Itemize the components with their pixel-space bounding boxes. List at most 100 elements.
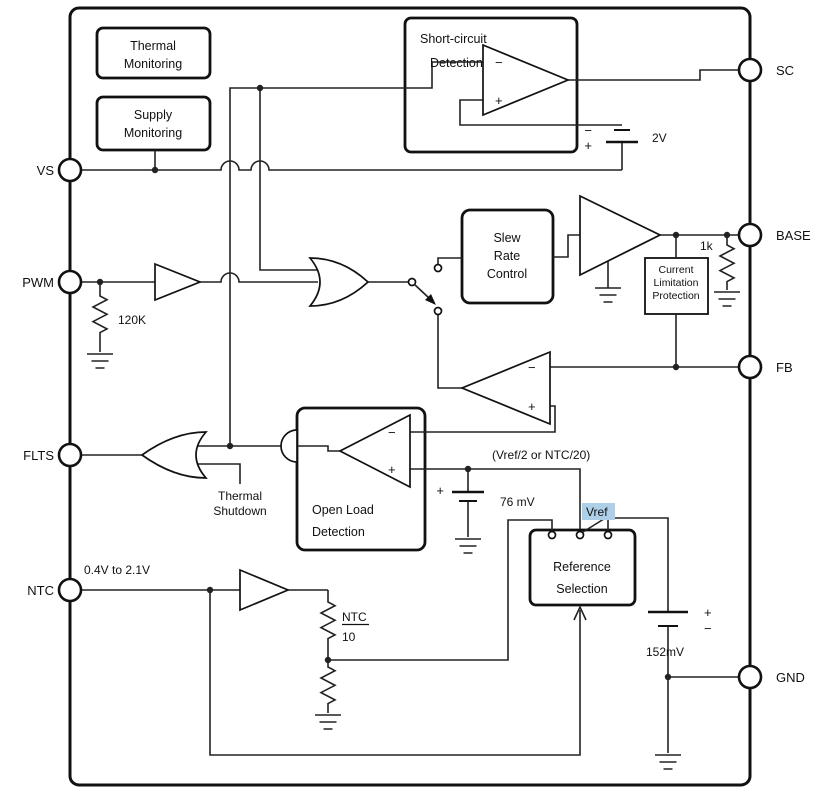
junctions: [96, 84, 731, 681]
wire-openload-out: [196, 445, 340, 452]
thermal-shutdown-label-1: Thermal: [218, 489, 262, 503]
ref-switch-left-contact: [547, 530, 557, 540]
resistor-120k: [91, 282, 109, 352]
cap-76mv-plus-sign: +: [436, 483, 444, 498]
battery-152mv-plus-sign: +: [704, 605, 712, 620]
open-load-label-1: Open Load: [312, 503, 374, 517]
wire-switch-to-fbcomp: [437, 315, 462, 389]
vref-label: Vref: [586, 505, 608, 519]
wire-switch-to-slew: [437, 257, 462, 264]
mode-switch: [407, 263, 443, 316]
wire-vs-rail: [81, 160, 622, 171]
pin-fb: [737, 354, 763, 380]
open-load-plus-sign: +: [388, 462, 396, 477]
reference-selection-label-1: Reference: [553, 560, 611, 574]
labels: VS PWM FLTS NTC SC BASE FB GND Thermal M…: [22, 32, 811, 685]
pin-flts: [57, 442, 83, 468]
pin-fb-label: FB: [776, 360, 793, 375]
ref-control-arrowhead: [573, 605, 587, 621]
short-circuit-label-1: Short-circuit: [420, 32, 487, 46]
flts-or-gate: [140, 431, 208, 479]
reference-sources: [452, 129, 688, 627]
current-limitation-label-1: Current: [658, 264, 693, 276]
pin-sc: [737, 57, 763, 83]
switch-pivot-contact: [407, 277, 417, 287]
reference-selection-label-2: Selection: [556, 582, 607, 596]
pin-vs: [57, 157, 83, 183]
pin-vs-label: VS: [37, 163, 55, 178]
battery-2v-plus-sign: +: [584, 138, 592, 153]
thermal-shutdown-label-2: Shutdown: [213, 504, 266, 518]
threshold-76mv: 76 mV: [500, 495, 535, 509]
open-load-label-2: Detection: [312, 525, 365, 539]
switch-lower-contact: [433, 306, 443, 316]
open-load-comparator: [338, 413, 411, 489]
resistors: [91, 235, 736, 713]
wire-sc-minus-fault: [229, 61, 483, 446]
ntc-resistor-value: 10: [342, 630, 356, 644]
current-limitation-protection-block: [644, 257, 709, 315]
short-circuit-comparator: [482, 43, 571, 117]
open-load-minus-sign: −: [388, 425, 396, 440]
resistor-ntc-lower: [319, 660, 337, 713]
ref-switch-center-contact: [575, 530, 585, 540]
thermal-monitoring-label-2: Monitoring: [124, 57, 182, 71]
battery-2v-value: 2V: [652, 131, 667, 145]
slew-rate-label-1: Slew: [493, 231, 521, 245]
ground-cap: [455, 538, 481, 554]
wire-vref-battery-top: [607, 517, 669, 612]
pwm-buffer-triangle: [154, 262, 203, 302]
supply-monitoring-block: [95, 95, 212, 152]
pin-gnd: [737, 664, 763, 690]
pins: [57, 57, 763, 690]
wire-slew-to-driver: [553, 234, 580, 258]
ntc-range-label: 0.4V to 2.1V: [84, 563, 150, 577]
resistor-120k-value: 120K: [118, 313, 146, 327]
switch-blade-arrowhead: [425, 294, 436, 305]
wire-pwm-buffer-out: [200, 272, 318, 283]
supply-monitoring-label-2: Monitoring: [124, 126, 182, 140]
battery-152mv-minus-sign: −: [704, 621, 712, 636]
pin-pwm: [57, 269, 83, 295]
resistor-1k: [718, 235, 736, 290]
wire-fault-to-or: [259, 88, 318, 271]
resistor-ntc: [319, 590, 337, 660]
current-limitation-label-2: Limitation: [654, 277, 699, 289]
gates: [140, 43, 662, 612]
wire-ref-control-loop: [209, 590, 581, 756]
wiring: [81, 61, 739, 756]
pin-ntc-label: NTC: [27, 583, 54, 598]
ground-driver: [595, 287, 621, 303]
ground-main: [655, 754, 681, 770]
wire-fb-plus-openload: [410, 405, 556, 433]
output-driver-triangle: [579, 194, 662, 277]
ground-ntc: [315, 714, 341, 730]
fault-and-gate: [280, 429, 298, 463]
pin-sc-label: SC: [776, 63, 794, 78]
ground-120k: [87, 353, 113, 369]
pwm-or-gate: [308, 257, 370, 307]
pin-gnd-label: GND: [776, 670, 805, 685]
fb-comparator: [459, 350, 551, 426]
battery-2v-minus-sign: −: [584, 123, 592, 138]
wire-thermal-shutdown: [196, 463, 241, 484]
resistor-1k-value: 1k: [700, 239, 714, 253]
ntc-buffer-triangle: [239, 568, 291, 612]
short-circuit-label-2: Detection: [430, 56, 483, 70]
switch-blade: [413, 283, 430, 299]
pin-base: [737, 222, 763, 248]
pin-pwm-label: PWM: [22, 275, 54, 290]
wire-sc-output: [568, 69, 739, 81]
threshold-note: (Vref/2 or NTC/20): [492, 448, 590, 462]
grounds: [87, 287, 740, 770]
sc-comparator-minus-sign: −: [495, 55, 503, 70]
fb-comparator-minus-sign: −: [528, 360, 536, 375]
pin-ntc: [57, 577, 83, 603]
switch-upper-contact: [433, 263, 443, 273]
slew-rate-label-3: Control: [487, 267, 527, 281]
thermal-monitoring-label-1: Thermal: [130, 39, 176, 53]
pin-base-label: BASE: [776, 228, 811, 243]
reference-selection-block: [528, 528, 637, 607]
